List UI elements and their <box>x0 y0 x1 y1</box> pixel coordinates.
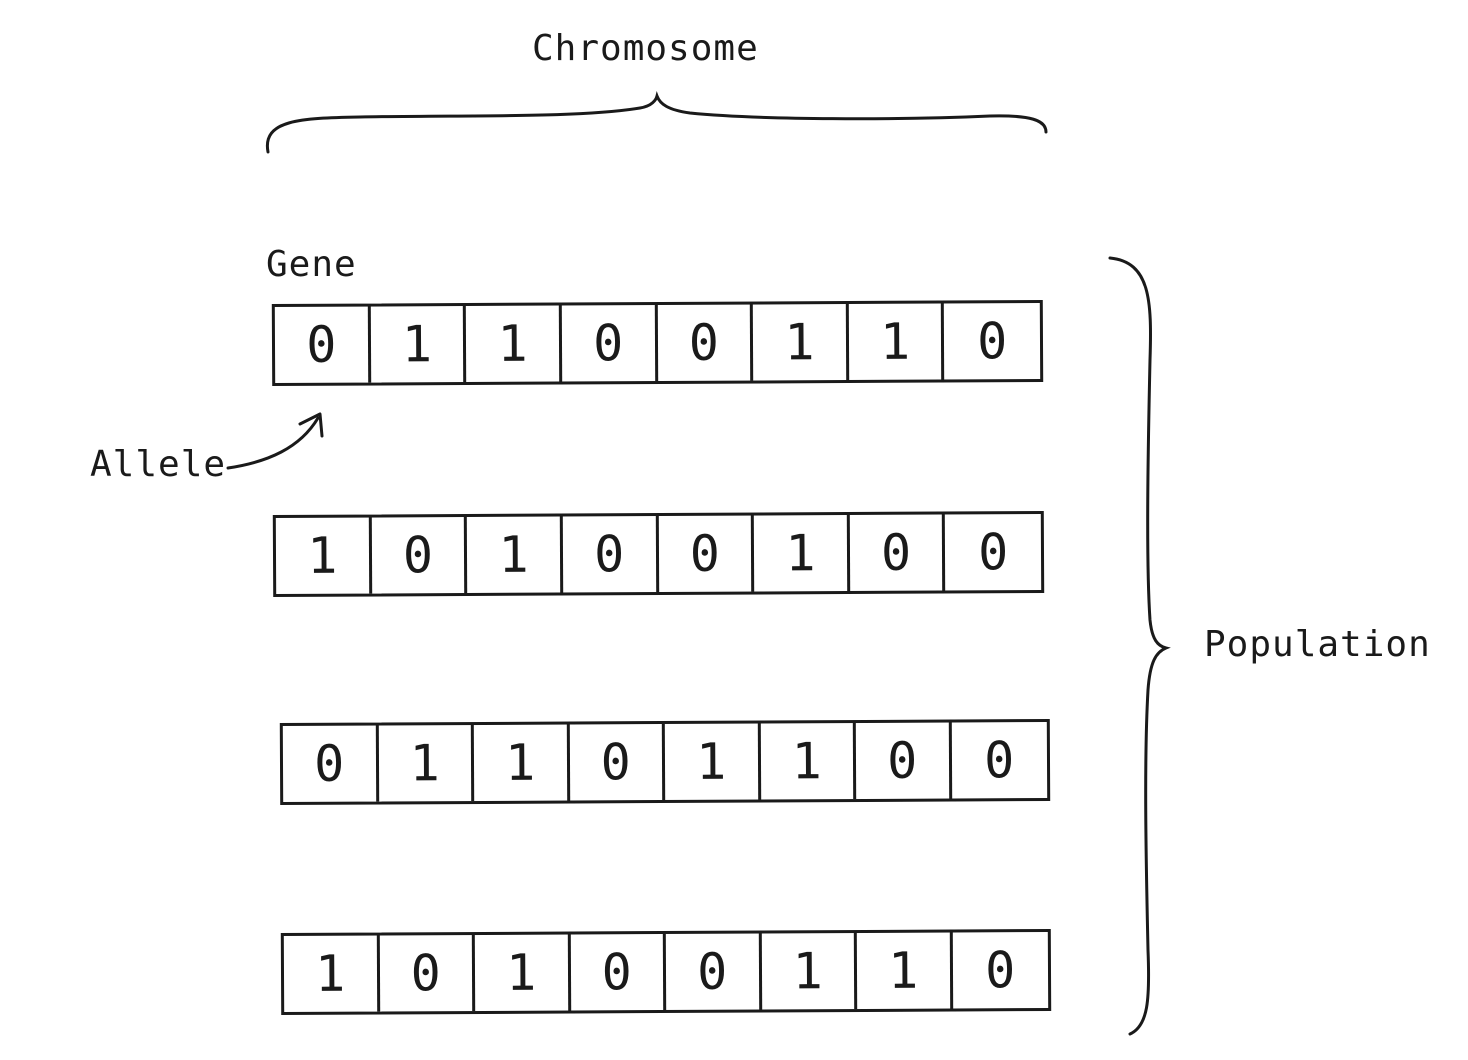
gene-cell: 0 <box>282 725 379 802</box>
population-label: Population <box>1204 624 1431 665</box>
gene-cell: 1 <box>467 516 564 594</box>
gene-cell: 0 <box>562 516 659 593</box>
gene-cell: 0 <box>561 305 658 382</box>
gene-cell: 1 <box>378 725 475 802</box>
gene-cell: 0 <box>570 934 667 1011</box>
gene-cell: 1 <box>856 932 953 1009</box>
population-brace <box>1108 256 1171 1036</box>
allele-label: Allele <box>90 444 227 485</box>
gene-cell: 1 <box>760 723 857 800</box>
chromosome-brace <box>265 90 1048 154</box>
chromosome-row-1: 0 1 1 0 0 1 1 0 <box>271 299 1044 387</box>
gene-cell: 1 <box>752 303 849 381</box>
allele-arrow <box>226 416 320 470</box>
gene-cell: 1 <box>466 305 563 383</box>
gene-cell: 1 <box>275 517 372 595</box>
allele-arrowhead <box>298 412 324 438</box>
gene-cell: 0 <box>984 731 1015 790</box>
gene-cell: 1 <box>753 514 850 592</box>
gene-cell: 0 <box>274 306 371 384</box>
gene-cell: 0 <box>976 312 1008 371</box>
gene-cell: 0 <box>658 515 755 592</box>
gene-cell: 1 <box>474 934 571 1011</box>
gene-label: Gene <box>266 244 357 285</box>
gene-cell: 0 <box>371 517 468 594</box>
gene-cell: 1 <box>848 303 945 380</box>
gene-cell: 0 <box>985 941 1016 1000</box>
gene-cell: 0 <box>977 523 1009 582</box>
gene-cell: 1 <box>761 933 858 1010</box>
gene-cell: 1 <box>283 935 380 1012</box>
chromosome-row-3: 0 1 1 0 1 1 0 0 <box>279 718 1051 806</box>
gene-cell: 0 <box>657 304 754 381</box>
gene-cell: 0 <box>379 935 476 1012</box>
gene-cell: 0 <box>569 724 666 801</box>
gene-cell: 1 <box>664 723 761 800</box>
gene-cell: 1 <box>473 724 570 801</box>
chromosome-label: Chromosome <box>532 28 759 69</box>
chromosome-row-2: 1 0 1 0 0 1 0 0 <box>272 510 1045 598</box>
gene-cell: 0 <box>855 722 952 799</box>
gene-cell: 0 <box>849 514 946 591</box>
chromosome-row-4: 1 0 1 0 0 1 1 0 <box>280 928 1052 1016</box>
gene-cell: 0 <box>665 933 762 1010</box>
gene-cell: 1 <box>370 306 467 383</box>
